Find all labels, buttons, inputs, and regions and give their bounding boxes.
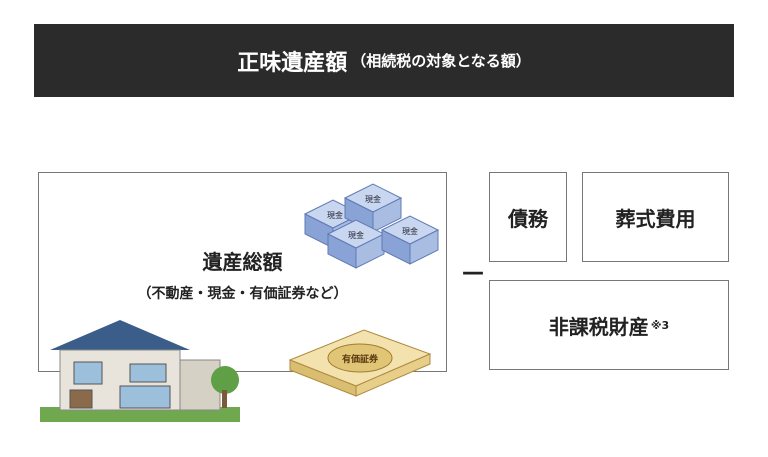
- house-illustration: [40, 320, 240, 422]
- securities-icon: 有価証券: [288, 329, 432, 397]
- svg-text:現金: 現金: [402, 226, 418, 236]
- cash-stack-icon: 現金 現金 現金 現金: [303, 183, 440, 269]
- nontaxable-assets-label: 非課税財産: [548, 314, 649, 339]
- funeral-expenses-box: 葬式費用: [582, 172, 729, 262]
- total-estate-detail: （不動産・現金・有価証券など）: [137, 286, 348, 302]
- total-estate-box: [38, 172, 447, 372]
- title-banner: 正味遺産額 （相続税の対象となる額）: [34, 24, 734, 97]
- debt-box: 債務: [489, 172, 567, 262]
- svg-text:現金: 現金: [327, 210, 343, 220]
- page-subtitle: （相続税の対象となる額）: [351, 52, 531, 70]
- nontaxable-footnote-mark: ※3: [650, 318, 670, 332]
- svg-text:現金: 現金: [348, 230, 364, 240]
- securities-label: 有価証券: [342, 353, 379, 365]
- svg-text:現金: 現金: [365, 194, 381, 204]
- total-estate-label: 遺産総額: [202, 250, 283, 274]
- cash-stacks-illustration: 現金 現金 現金 現金: [303, 183, 440, 269]
- page-title: 正味遺産額: [237, 50, 348, 76]
- nontaxable-assets-box: 非課税財産※3: [489, 280, 729, 370]
- debt-label: 債務: [508, 206, 548, 231]
- funeral-expenses-label: 葬式費用: [615, 206, 696, 231]
- securities-illustration: 有価証券: [288, 329, 432, 397]
- minus-operator: －: [460, 260, 487, 290]
